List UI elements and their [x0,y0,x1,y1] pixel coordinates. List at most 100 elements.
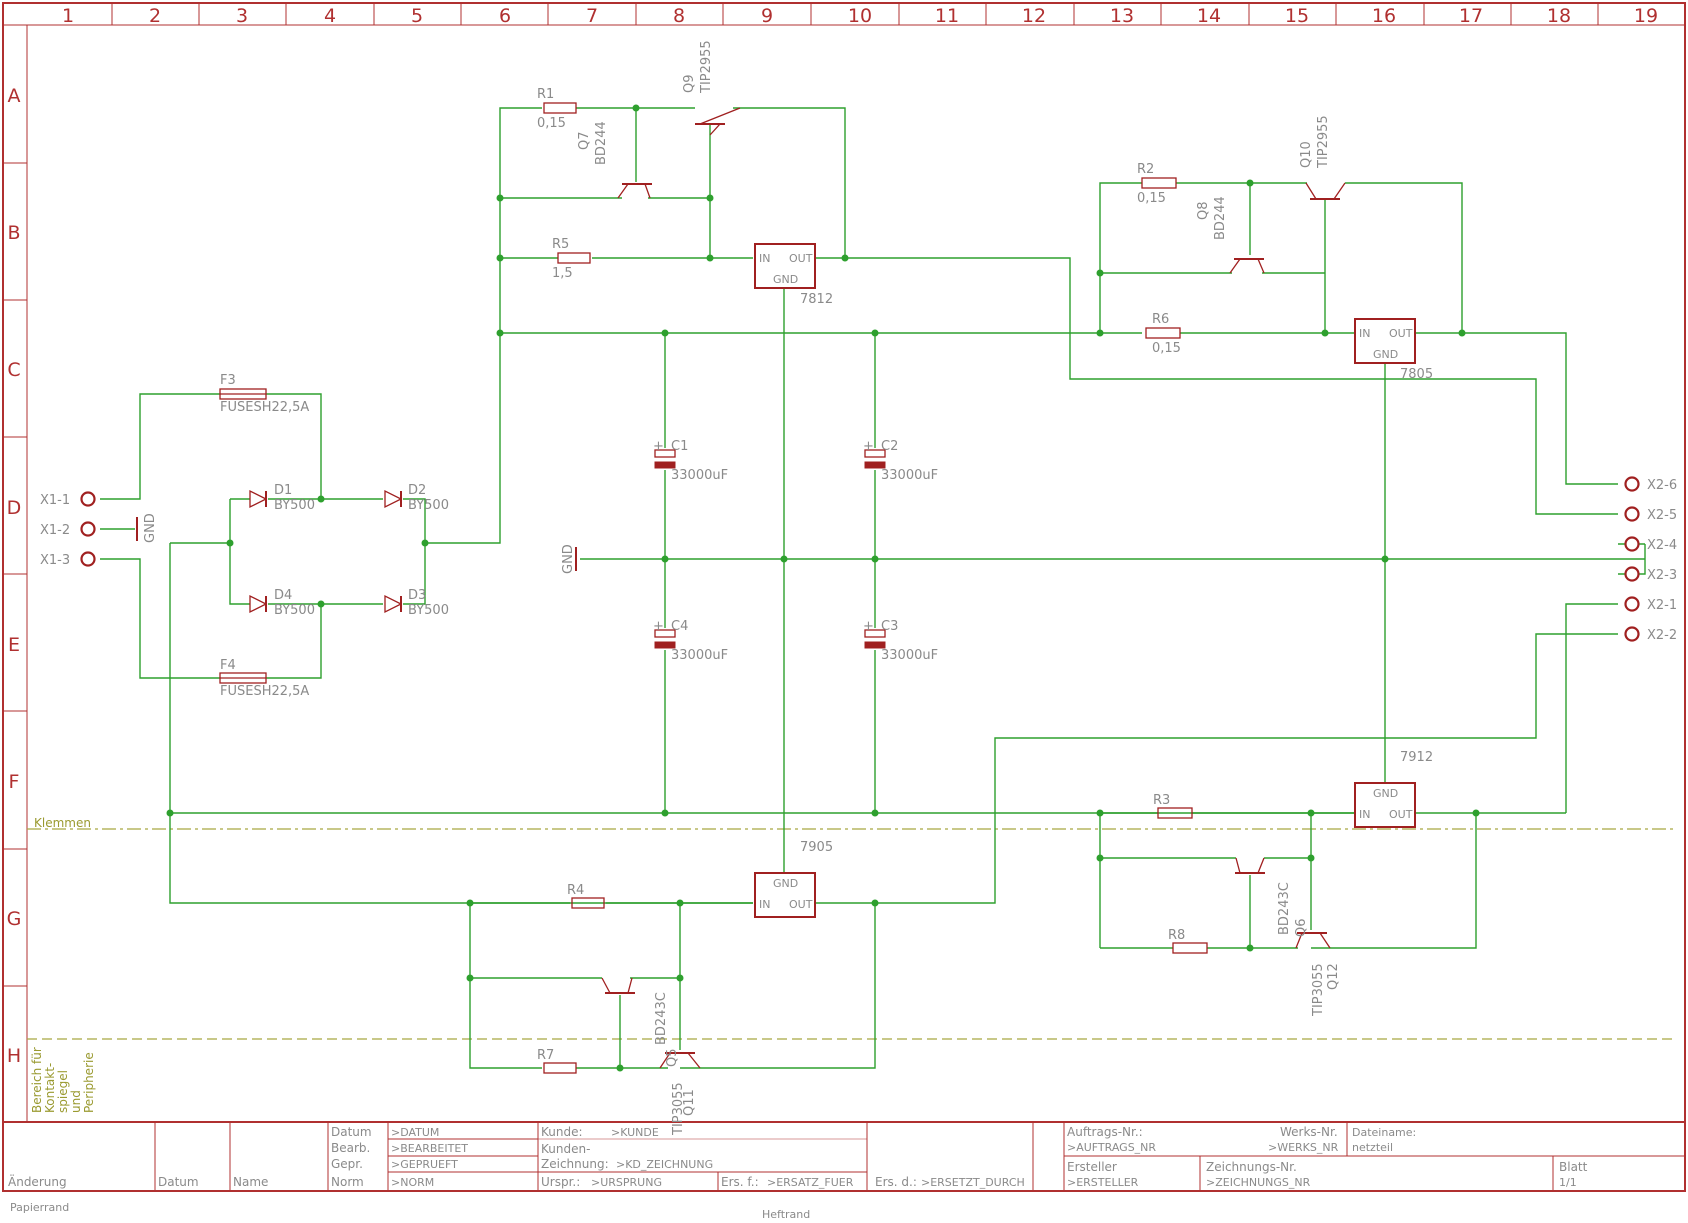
col-label: 8 [673,5,685,27]
svg-text:BY500: BY500 [408,498,449,513]
svg-text:D2: D2 [408,483,426,498]
svg-text:Zeichnungs-Nr.: Zeichnungs-Nr. [1206,1160,1297,1174]
col-label: 17 [1459,5,1483,27]
svg-text:0,15: 0,15 [537,116,566,131]
svg-text:R8: R8 [1168,928,1185,943]
transistor-q10: Q10 TIP2955 [1299,115,1346,200]
transistor-q12: Q6 Q12 TIP3055 [1294,918,1341,1017]
col-label: 4 [324,5,336,27]
wires [100,107,1646,1069]
col-label: 3 [236,5,248,27]
x2-3-label: X2-3 [1647,568,1677,583]
svg-text:>GEPRUEFT: >GEPRUEFT [391,1158,458,1171]
klemmen-label: Klemmen [34,816,91,830]
svg-text:+: + [863,439,874,454]
title-block: Änderung Datum Name Datum >DATUM Bearb. … [8,1122,1685,1191]
drawing-frame [2,2,1686,1192]
svg-text:Peripherie: Peripherie [82,1052,96,1113]
col-label: 18 [1547,5,1571,27]
row-label: D [7,497,22,519]
svg-text:Q10: Q10 [1299,141,1314,168]
svg-text:33000uF: 33000uF [881,648,938,663]
x1-2-pin [80,521,96,537]
connector-x1: X1-1 X1-2 X1-3 [40,491,96,568]
row-label: A [8,85,21,107]
diode-d4: D4 BY500 [249,588,315,618]
svg-text:Q12: Q12 [1326,963,1341,990]
row-label: F [9,771,20,793]
col-label: 1 [62,5,74,27]
col-label: 16 [1372,5,1396,27]
svg-text:33000uF: 33000uF [671,468,728,483]
regulator-7912: GND IN OUT 7912 [1354,750,1433,828]
svg-text:Kunde:: Kunde: [541,1125,583,1139]
x1-1-pin [80,491,96,507]
capacitor-c1: + C1 33000uF [653,439,728,483]
x1-1-label: X1-1 [40,493,70,508]
svg-text:FUSESH22,5A: FUSESH22,5A [220,684,309,699]
connector-x2: X2-6 X2-5 X2-4 X2-3 X2-1 X2-2 [1624,476,1677,643]
x2-5-pin [1624,506,1640,522]
svg-text:FUSESH22,5A: FUSESH22,5A [220,400,309,415]
svg-text:>KUNDE: >KUNDE [611,1126,659,1139]
svg-text:Ers. f.:: Ers. f.: [721,1175,759,1189]
svg-text:>ERSATZ_FUER: >ERSATZ_FUER [767,1176,854,1189]
svg-text:>KD_ZEICHNUNG: >KD_ZEICHNUNG [616,1158,713,1171]
svg-text:TIP2955: TIP2955 [699,40,714,94]
x2-1-label: X2-1 [1647,598,1677,613]
svg-text:7812: 7812 [800,292,833,307]
footer: Papierrand Heftrand [10,1201,810,1221]
col-label: 15 [1285,5,1309,27]
transistor-q5: BD243C [601,977,669,1045]
x1-3-pin [80,551,96,567]
regulator-7805: IN OUT GND 7805 [1354,318,1433,382]
gnd-symbol-x1: GND [136,513,158,543]
col-label: 10 [848,5,872,27]
svg-text:spiegel: spiegel [56,1070,70,1113]
diode-d3: D3 BY500 [384,588,449,618]
svg-text:Kunden-: Kunden- [541,1142,590,1156]
svg-text:7912: 7912 [1400,750,1433,765]
row-label: H [7,1045,21,1067]
svg-text:R3: R3 [1153,793,1170,808]
svg-text:F4: F4 [220,658,236,673]
resistor-r5: R5 1,5 [552,237,591,281]
svg-text:Werks-Nr.: Werks-Nr. [1280,1125,1338,1139]
svg-text:Blatt: Blatt [1559,1160,1588,1174]
column-dividers [111,3,1599,25]
transistor-q9: Q9 TIP2955 [682,40,741,136]
row-label: C [7,359,20,381]
column-ruler: 1 2 3 4 5 6 7 8 9 10 11 12 13 14 15 16 1… [62,5,1658,27]
x2-5-label: X2-5 [1647,508,1677,523]
svg-text:7905: 7905 [800,840,833,855]
svg-text:+: + [863,619,874,634]
svg-text:+: + [653,439,664,454]
svg-text:R4: R4 [567,883,584,898]
svg-text:0,15: 0,15 [1137,191,1166,206]
svg-text:IN: IN [1359,808,1370,821]
svg-text:1,5: 1,5 [552,266,573,281]
svg-text:BD244: BD244 [594,121,609,165]
svg-text:>WERKS_NR: >WERKS_NR [1268,1141,1339,1154]
col-label: 11 [935,5,959,27]
svg-text:Q5: Q5 [665,1048,680,1067]
transistor-q6: BD243C [1235,857,1292,935]
heftrand-label: Heftrand [762,1208,810,1221]
svg-text:D4: D4 [274,588,292,603]
x2-6-label: X2-6 [1647,478,1677,493]
svg-text:C2: C2 [881,439,898,454]
svg-text:Urspr.:: Urspr.: [541,1175,580,1189]
svg-text:Ers. d.:: Ers. d.: [875,1175,917,1189]
svg-text:IN: IN [759,898,770,911]
svg-text:>ZEICHNUNGS_NR: >ZEICHNUNGS_NR [1206,1176,1311,1189]
svg-text:Zeichnung:: Zeichnung: [541,1157,609,1171]
diode-d1: D1 BY500 [249,483,315,513]
svg-text:>BEARBEITET: >BEARBEITET [391,1142,468,1155]
svg-text:D3: D3 [408,588,426,603]
resistor-r4: R4 [567,883,605,909]
svg-text:Norm: Norm [331,1175,364,1189]
svg-text:GND: GND [1373,348,1398,361]
svg-text:BD243C: BD243C [1277,882,1292,935]
x2-2-pin [1624,626,1640,642]
x2-2-label: X2-2 [1647,628,1677,643]
